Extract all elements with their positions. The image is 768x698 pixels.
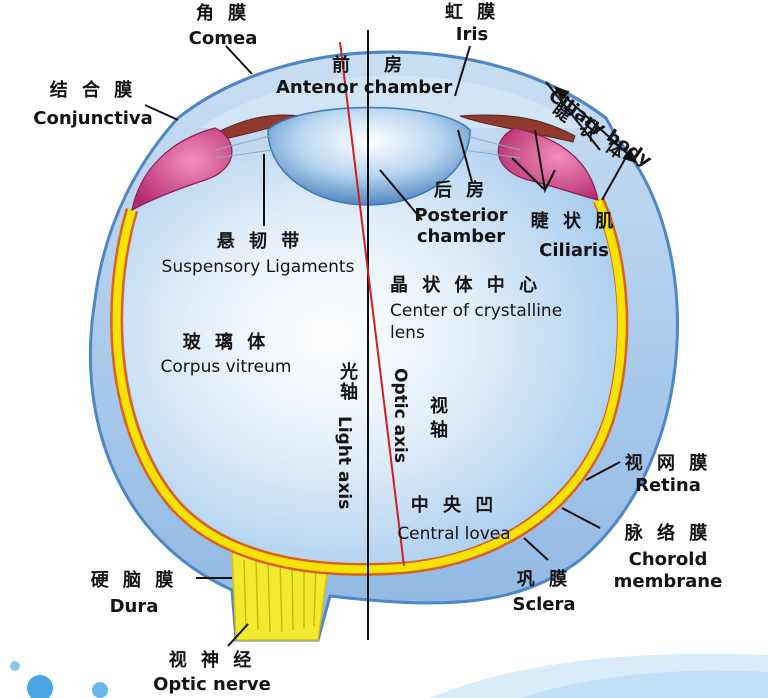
light-axis-label-en: Light axis <box>334 416 354 510</box>
ciliaris-label-en: Ciliaris <box>539 240 609 261</box>
posterior-chamber-en-2: chamber <box>416 226 506 247</box>
vitreous-label-cn: 玻 璃 体 <box>182 332 270 353</box>
retina-layer <box>112 198 626 574</box>
choroid-label-cn: 脉 络 膜 <box>624 523 712 544</box>
anterior-chamber-cn-2: 房 <box>384 55 406 76</box>
suspensory-ligaments-en: Suspensory Ligaments <box>161 257 355 277</box>
cornea-label-cn: 角 膜 <box>195 3 251 24</box>
sclera-label-en: Sclera <box>512 594 576 615</box>
ciliary-body-right <box>497 127 599 201</box>
light-axis-label-cn: 光轴 <box>337 362 358 402</box>
ciliaris-label-cn: 睫 状 肌 <box>530 211 618 232</box>
lens-center-label-en-1: Center of crystalline <box>390 301 563 321</box>
dura-label-cn: 硬 脑 膜 <box>90 570 178 591</box>
central-fovea-label-cn: 中 央 凹 <box>410 495 498 516</box>
anterior-chamber-label: Antenor chamber <box>276 77 453 98</box>
conjunctiva-label-cn: 结 合 膜 <box>49 80 137 101</box>
vitreous-body <box>123 150 617 564</box>
decorative-water-swirl <box>10 653 768 698</box>
vitreous-label-en: Corpus vitreum <box>160 357 292 377</box>
lens-center-label-en-2: lens <box>390 323 425 343</box>
optic-nerve-label-cn: 视 神 经 <box>168 650 256 671</box>
suspensory-ligaments <box>214 135 521 159</box>
anterior-chamber-cn-1: 前 <box>332 55 354 76</box>
optic-axis-label-en: Optic axis <box>390 368 410 463</box>
conjunctiva-label-en: Conjunctiva <box>33 108 153 129</box>
posterior-chamber-en-1: Posterior <box>414 205 508 226</box>
optic-axis-label-cn: 视 轴 <box>427 396 448 439</box>
suspensory-ligaments-cn: 悬 韧 带 <box>216 231 304 252</box>
iris-label-en: Iris <box>455 24 489 45</box>
central-fovea-label-en: Central lovea <box>397 524 511 544</box>
choroid-label-en-1: Chorold <box>628 549 708 570</box>
ciliary-body-arrow <box>554 86 638 164</box>
retina-label-en: Retina <box>635 475 701 496</box>
cornea <box>177 50 607 120</box>
retina-label-cn: 视 网 膜 <box>624 453 712 474</box>
sclera-label-cn: 巩 膜 <box>516 569 572 590</box>
optic-nerve-fibers <box>243 559 317 633</box>
optic-nerve-label-en: Optic nerve <box>153 674 271 695</box>
cornea-label-en: Comea <box>188 28 258 49</box>
dura-label-en: Dura <box>109 596 159 617</box>
choroid-label-en-2: membrane <box>613 571 723 592</box>
iris-label-cn: 虹 膜 <box>444 2 500 23</box>
posterior-chamber-cn: 后 房 <box>433 180 489 201</box>
optic-axis-line <box>339 41 405 567</box>
leader-lines <box>144 45 631 647</box>
lens-center-label-cn: 晶 状 体 中 心 <box>390 275 542 296</box>
